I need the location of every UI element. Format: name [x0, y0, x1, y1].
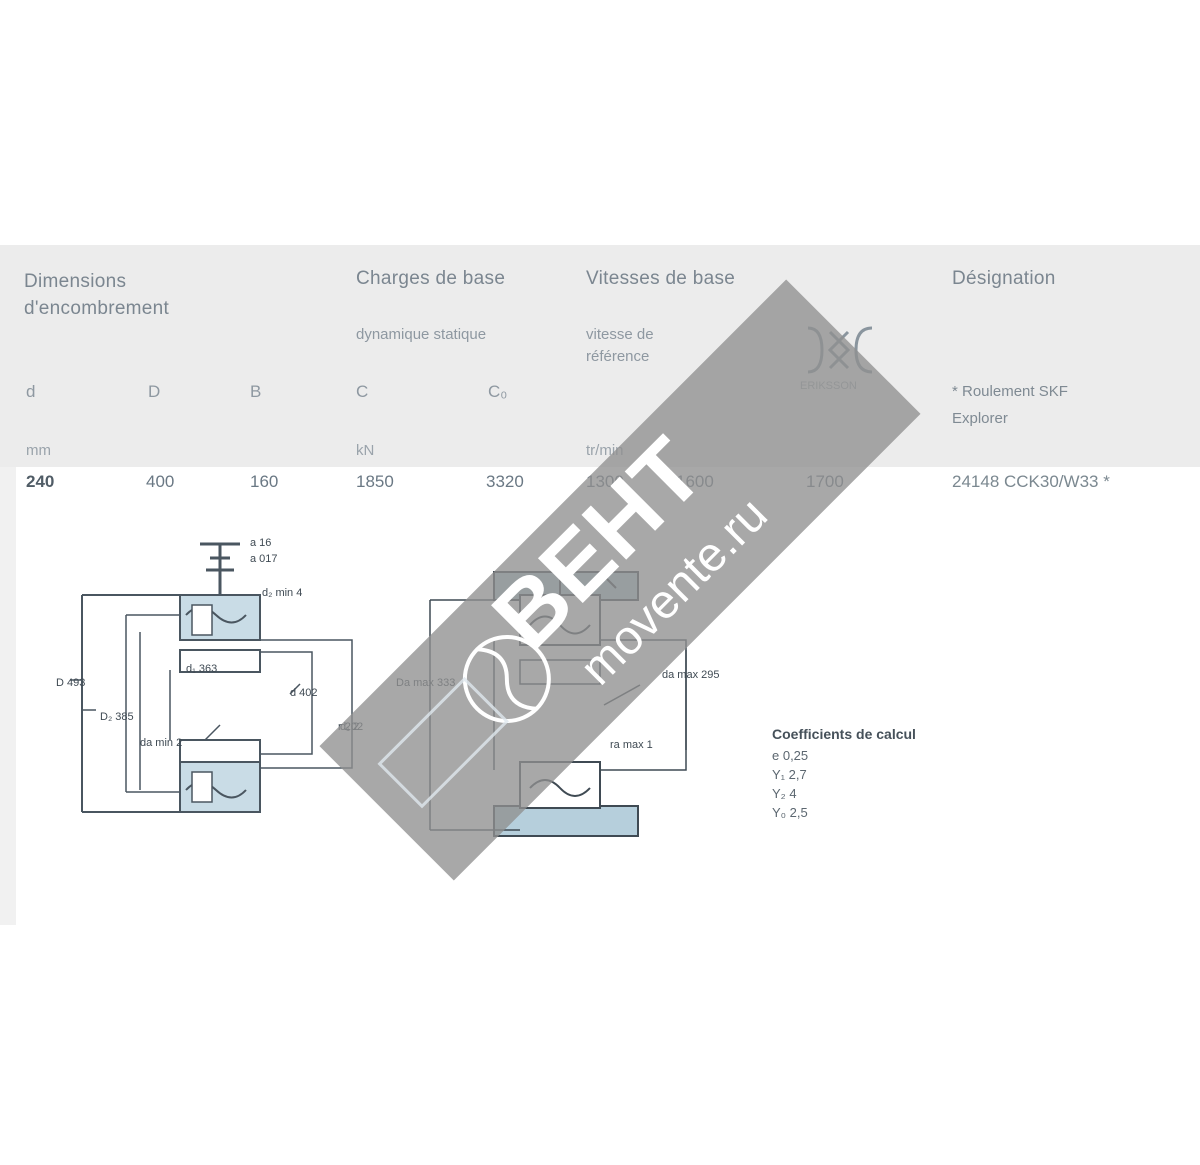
dim-label-da-min: da min 2 [140, 737, 182, 749]
group-dimensions-line2: d'encombrement [24, 298, 170, 319]
dim-label-ra: ra max 1 [610, 739, 653, 751]
designation-note-line2: Explorer [952, 410, 1008, 427]
speed-subheader-line2: référence [586, 348, 650, 365]
bearing-drawings: a 16 a 017 d₂ min 4 D 493 d₁ 363 D₂ 385 … [56, 537, 719, 837]
row-speed-lim: 1600 [676, 472, 714, 491]
dim-label-Da-max: Da max 333 [396, 677, 455, 689]
unit-rpm: tr/min [586, 442, 624, 459]
unit-kN: kN [356, 442, 375, 459]
row-C0: 3320 [486, 472, 524, 491]
group-dimensions-line1: Dimensions [24, 271, 127, 292]
group-designation: Désignation [952, 268, 1056, 289]
calc-factors-title: Coefficients de calcul [772, 726, 916, 742]
speed-subheader: vitesse de référence [586, 324, 654, 368]
load-subheader: dynamique statique [356, 326, 487, 343]
brand-logo-icon: ERIKSSON [800, 326, 873, 392]
col-D: D [148, 382, 161, 401]
dim-label-d1: d₁ 363 [186, 663, 217, 675]
calc-factor-e: e 0,25 [772, 748, 809, 763]
row-speed-extra: 1700 [806, 472, 844, 491]
row-D: 400 [146, 472, 175, 491]
group-speed: Vitesses de base [586, 268, 736, 289]
calc-factor-y1: Y₁ 2,7 [772, 767, 807, 782]
dim-label-Da: D₂ 385 [100, 711, 134, 723]
logo-text: ERIKSSON [800, 380, 857, 392]
dim-label-a: a 16 [250, 537, 271, 549]
calc-factor-y2: Y₂ 4 [772, 786, 797, 801]
row-C: 1850 [356, 472, 394, 491]
col-B: B [250, 382, 262, 401]
row-speed-ref: 1300 [586, 472, 624, 491]
dim-label-ds: d₂ min 4 [262, 587, 302, 599]
dim-label-d-inner: d₁ 2 [340, 721, 359, 733]
dim-label-d: d 402 [290, 687, 318, 699]
dim-label-D: D 493 [56, 677, 85, 689]
designation-note: * Roulement SKF Explorer [952, 378, 1068, 432]
row-d: 240 [26, 472, 55, 491]
speed-subheader-line1: vitesse de [586, 326, 654, 343]
bearing-section-drawing [70, 542, 353, 813]
group-load: Charges de base [356, 268, 506, 289]
col-d: d [26, 382, 36, 401]
mounting-drawing [429, 571, 687, 837]
designation-note-line1: * Roulement SKF [952, 383, 1068, 400]
calc-factors: Coefficients de calcul e 0,25 Y₁ 2,7 Y₂ … [772, 726, 916, 820]
col-C0: C₀ [488, 382, 508, 401]
col-C: C [356, 382, 369, 401]
unit-mm: mm [26, 442, 51, 459]
group-dimensions: Dimensions d'encombrement [24, 268, 169, 322]
calc-factor-y0: Y₀ 2,5 [772, 805, 808, 820]
row-B: 160 [250, 472, 279, 491]
row-designation[interactable]: 24148 CCK30/W33 * [952, 472, 1110, 491]
dim-label-da-max: da max 295 [662, 669, 719, 681]
dim-label-r: a 017 [250, 553, 278, 565]
